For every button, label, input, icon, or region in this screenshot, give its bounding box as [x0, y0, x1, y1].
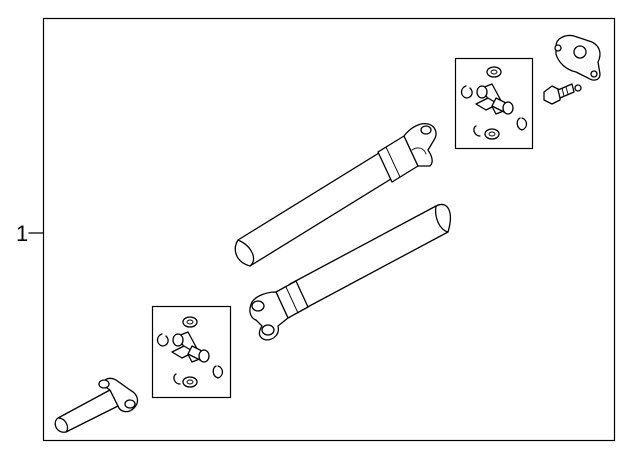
front-slip-yoke — [54, 377, 139, 433]
mounting-bolt — [543, 83, 582, 105]
callout-1-label: 1 — [16, 221, 28, 246]
upper-drive-shaft — [234, 122, 437, 267]
center-support-bracket — [554, 34, 601, 81]
diagram-border — [42, 17, 616, 442]
lower-universal-joint-kit — [151, 305, 232, 399]
upper-universal-joint-kit — [454, 57, 534, 150]
lower-drive-shaft — [249, 203, 451, 341]
